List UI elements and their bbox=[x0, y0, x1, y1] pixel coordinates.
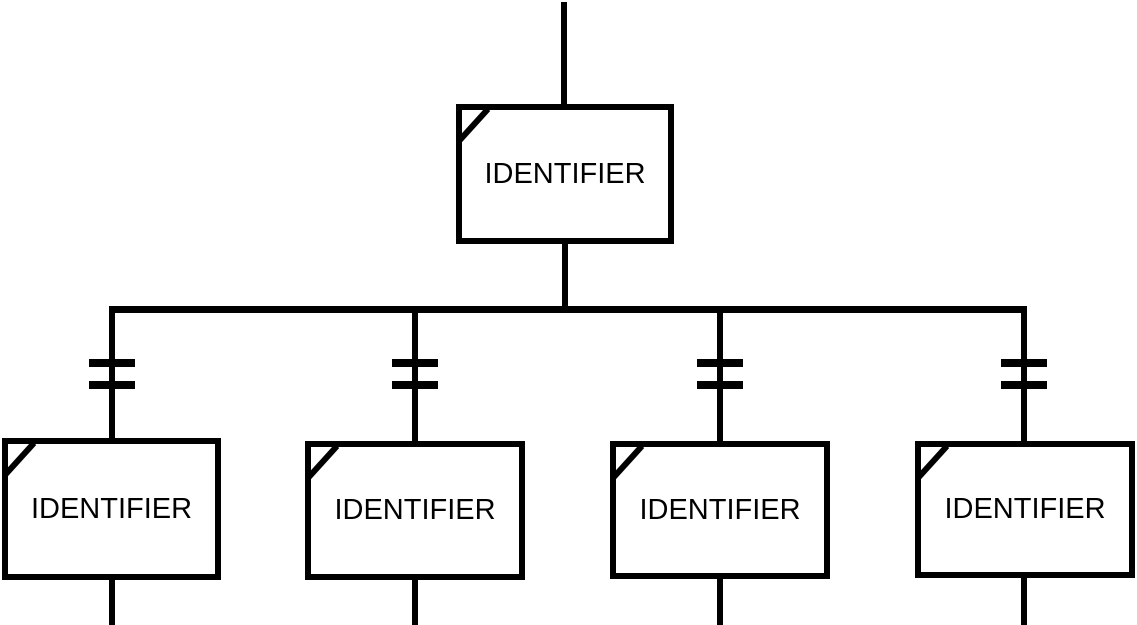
double-tick-mark bbox=[697, 359, 743, 367]
node-label: IDENTIFIER bbox=[639, 493, 801, 526]
child-node-box-2: IDENTIFIER bbox=[305, 441, 525, 580]
child-node-box-1: IDENTIFIER bbox=[2, 438, 221, 580]
root-node-box: IDENTIFIER bbox=[456, 104, 674, 244]
node-label: IDENTIFIER bbox=[334, 494, 496, 526]
child-node-box-4: IDENTIFIER bbox=[915, 441, 1135, 578]
node-label: IDENTIFIER bbox=[30, 492, 193, 525]
child-node-box-3: IDENTIFIER bbox=[610, 441, 830, 579]
child-3-drop-connector bbox=[717, 306, 723, 445]
double-tick-mark bbox=[89, 359, 135, 367]
corner-notch-icon bbox=[610, 443, 645, 481]
root-incoming-connector bbox=[561, 2, 567, 108]
double-tick-mark bbox=[1001, 359, 1047, 367]
child-2-outgoing-connector bbox=[412, 577, 418, 625]
root-outgoing-connector bbox=[562, 240, 568, 310]
node-label: IDENTIFIER bbox=[944, 493, 1106, 525]
double-tick-mark bbox=[1001, 381, 1047, 389]
node-label: IDENTIFIER bbox=[484, 157, 646, 190]
child-1-outgoing-connector bbox=[109, 577, 115, 625]
corner-notch-icon bbox=[305, 443, 340, 481]
child-3-outgoing-connector bbox=[717, 576, 723, 625]
double-tick-mark bbox=[392, 359, 438, 367]
child-2-drop-connector bbox=[412, 306, 418, 445]
child-4-outgoing-connector bbox=[1021, 575, 1027, 625]
double-tick-mark bbox=[392, 381, 438, 389]
double-tick-mark bbox=[697, 381, 743, 389]
branch-bus-line bbox=[109, 306, 1027, 313]
corner-notch-icon bbox=[456, 106, 491, 144]
double-tick-mark bbox=[89, 381, 135, 389]
corner-notch-icon bbox=[2, 440, 37, 478]
child-4-drop-connector bbox=[1021, 306, 1027, 445]
corner-notch-icon bbox=[915, 443, 950, 481]
child-1-drop-connector bbox=[109, 306, 115, 442]
